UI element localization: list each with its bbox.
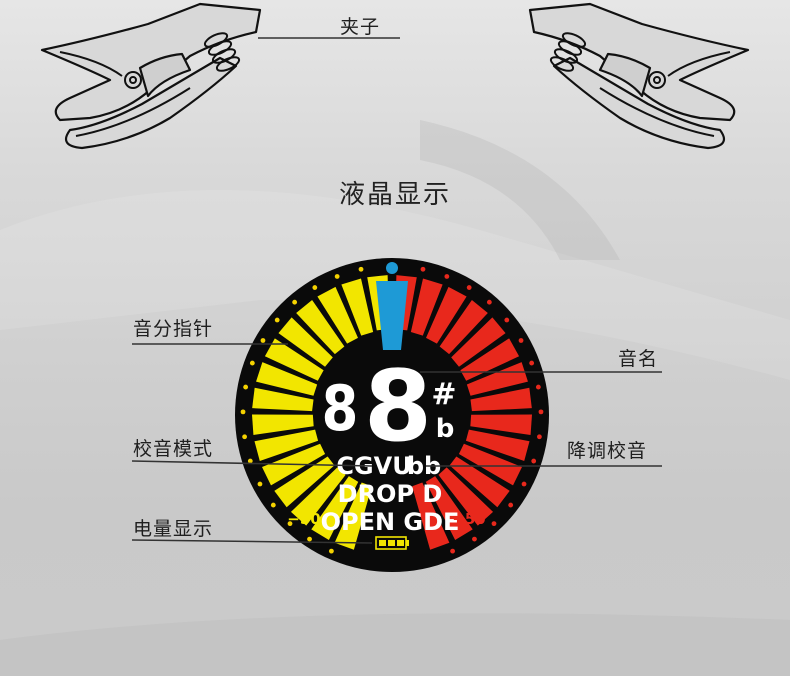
sharp-cent-segment [458,443,522,486]
flat-scale-dot [292,299,298,305]
flat-scale-dot [240,409,246,415]
sharp-scale-dot [450,548,456,554]
flat-scale-dot [287,521,293,527]
clip-label: 夹子 [340,16,381,38]
flat-scale-dot [270,502,276,508]
sharp-cent-segment [465,429,530,462]
sharp-cent-segment [426,286,467,344]
sharp-cent-segment [410,278,443,336]
lcd-display-title: 液晶显示 [338,180,451,210]
leader-lines [131,343,662,544]
flat-scale-dot [247,458,253,464]
in-tune-dot [386,262,398,274]
sharp-cent-segment [438,467,494,526]
sharp-scale-dot [472,536,477,542]
sharp-cent-segment [439,300,488,355]
sharp-cent-segment [449,456,510,508]
flat-cent-segment [334,482,372,550]
flat-cent-segment [290,467,346,526]
sharp-cent-segment [451,317,506,367]
flat-cent-segment [341,278,374,336]
flat-scale-dot [243,384,249,390]
sharp-symbol: # [431,377,456,412]
flat-scale-dot [274,317,280,323]
flat-scale-dot [358,266,364,272]
flat-scale-dot [257,481,263,487]
drop-tuning-label: 降调校音 [567,440,648,462]
battery-display-label: 电量显示 [133,518,214,540]
flat-cent-segment [256,362,318,396]
right-clip-illustration [528,2,750,150]
flat-scale-dot [242,434,247,440]
sharp-cent-segment [470,387,532,412]
sharp-scale-dot [521,481,527,487]
note-name-label: 音名 [618,348,659,370]
sharp-scale-dot [444,274,450,279]
sharp-cent-segment [460,338,520,381]
minus-50-label: −50 [287,510,320,528]
flat-scale-dot [334,274,340,279]
sharp-scale-dot [538,409,544,415]
note-digit-large: 8 [364,350,432,464]
flat-scale-dot [249,360,255,366]
sharp-cent-segment [412,482,450,550]
in-tune-segment [376,281,408,350]
flat-cent-segment [254,429,319,462]
tuning-mode-label: 校音模式 [133,438,214,460]
flat-scale-dot [328,548,334,554]
sharp-scale-dot [529,360,535,366]
sharp-scale-dot [535,384,541,390]
note-digit-display: 8 8 # b [322,350,457,464]
sharp-scale-dot [491,521,497,527]
flat-cent-segment [317,286,358,344]
flat-cent-segment [311,476,359,540]
sharp-scale-dot [518,338,524,343]
battery-leader [131,539,373,544]
sharp-cent-segment [470,414,532,435]
sharp-scale-dot [486,299,492,305]
clip-leader-line [258,37,400,39]
sharp-scale-dot [508,502,514,508]
flat-scale-dot [312,285,318,290]
sharp-scale-dot [466,285,472,290]
sharp-cent-segment [466,362,528,396]
flat-scale-dot [307,536,312,542]
flat-cent-segment [252,414,314,435]
drop-d-line: DROP D [338,480,443,508]
sharp-cent-segment [425,476,473,540]
sharp-scale-dot [531,458,537,464]
flat-cent-segment [252,387,314,412]
cent-scale-segments [252,275,532,550]
open-gde-line: OPEN GDE [321,508,460,536]
left-clip-illustration [40,2,262,150]
cent-pointer-label: 音分指针 [133,318,214,340]
flat-cent-segment [296,300,345,355]
sharp-scale-dot [537,434,542,440]
flat-cent-segment [274,456,335,508]
battery-icon [375,536,409,550]
flat-scale-dot [260,338,266,343]
note-digit-small: 8 [322,373,359,445]
scale-dots [240,262,544,554]
tuning-mode-leader [131,460,373,467]
flat-cent-segment [264,338,324,381]
sharp-scale-dot [504,317,510,323]
sharp-scale-dot [420,266,426,272]
flat-cent-segment [278,317,333,367]
plus-50-label: +50 [452,510,485,528]
flat-symbol: b [436,414,455,444]
